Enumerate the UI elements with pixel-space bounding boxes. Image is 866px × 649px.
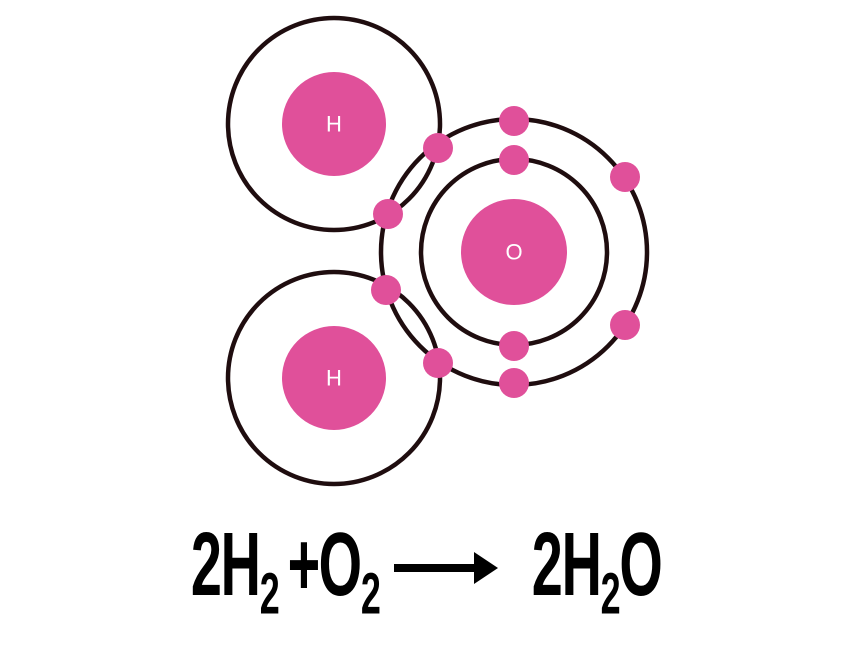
electron <box>499 368 529 398</box>
oxygen-label: O <box>505 240 522 265</box>
electron <box>423 348 453 378</box>
hydrogen-bottom-nucleus <box>282 326 386 430</box>
product-water-hydrogen: H <box>561 515 602 615</box>
plus-sign: + <box>287 515 320 615</box>
reaction-arrow-icon <box>390 520 500 610</box>
electrons <box>371 106 640 398</box>
reactant-oxygen-element: O <box>318 515 362 615</box>
electron <box>499 331 529 361</box>
electron <box>373 199 403 229</box>
electron <box>499 106 529 136</box>
electron <box>610 162 640 192</box>
reactant-oxygen-subscript: 2 <box>360 561 381 627</box>
reactant-hydrogen: 2H2 <box>191 520 280 627</box>
hydrogen-atom-top: H <box>225 15 443 233</box>
product-water-oxygen: O <box>619 515 663 615</box>
reactant-hydrogen-subscript: 2 <box>259 561 280 627</box>
electron <box>610 310 640 340</box>
product-water-subscript: 2 <box>601 561 621 627</box>
hydrogen-top-label: H <box>326 112 342 137</box>
hydrogen-top-shell <box>225 15 443 233</box>
product-water: 2H2O <box>532 520 663 627</box>
reactant-hydrogen-coefficient: 2 <box>191 515 222 615</box>
oxygen-nucleus <box>461 199 567 305</box>
electron <box>371 275 401 305</box>
reactant-oxygen: O2 <box>319 520 381 627</box>
electron <box>499 145 529 175</box>
electron <box>423 133 453 163</box>
product-water-coefficient: 2 <box>532 515 563 615</box>
hydrogen-bottom-shell <box>225 269 443 487</box>
hydrogen-top-nucleus <box>282 72 386 176</box>
hydrogen-bottom-label: H <box>326 366 342 391</box>
hydrogen-atom-bottom: H <box>225 269 443 487</box>
chemical-equation: 2H2 + O2 2H2O <box>0 520 866 630</box>
reactant-hydrogen-element: H <box>220 515 261 615</box>
